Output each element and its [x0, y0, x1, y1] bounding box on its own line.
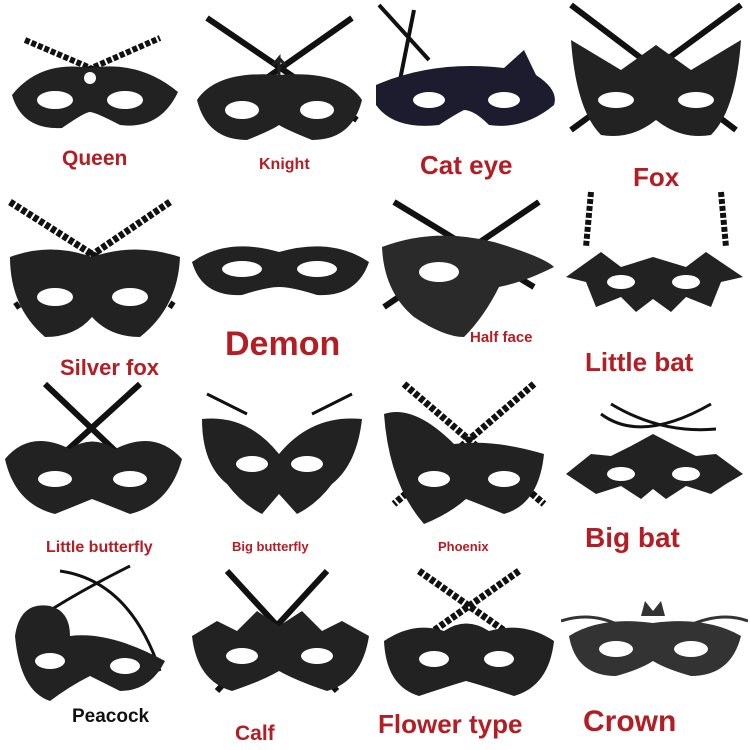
mask-card-fox: Fox: [561, 0, 748, 192]
mask-name-big-bat: Big bat: [585, 522, 680, 553]
lace-mask-calf-icon: [192, 568, 369, 694]
lace-mask-big-bat-icon: [566, 402, 743, 499]
mask-name-fox: Fox: [633, 162, 680, 192]
mask-name-half-face: Half face: [470, 329, 533, 346]
lace-mask-little-bat-icon: [566, 191, 743, 312]
mask-card-silver-fox: Silver fox: [0, 187, 187, 379]
lace-mask-silver-fox-icon: [8, 199, 180, 337]
mask-card-flower-type: Flower type: [374, 561, 561, 748]
lace-mask-knight-icon: [197, 15, 362, 140]
lace-mask-big-butterfly-icon: [202, 392, 362, 514]
mask-name-queen: Queen: [62, 147, 128, 170]
lace-mask-queen-icon: [12, 35, 178, 129]
lace-mask-flower-type-icon: [384, 568, 554, 696]
mask-name-flower-type: Flower type: [378, 709, 523, 739]
lace-mask-half-face-icon: [382, 199, 554, 337]
mask-name-calf: Calf: [235, 722, 275, 745]
mask-name-cat-eye: Cat eye: [420, 150, 513, 180]
mask-name-little-bat: Little bat: [585, 347, 694, 377]
mask-name-crown: Crown: [583, 705, 677, 738]
mask-name-peacock: Peacock: [72, 706, 150, 727]
mask-card-peacock: Peacock: [0, 561, 187, 748]
lace-mask-fox-icon: [569, 2, 743, 136]
lace-mask-little-butterfly-icon: [5, 381, 182, 514]
mask-card-phoenix: Phoenix: [374, 374, 561, 561]
mask-card-calf: Calf: [187, 561, 374, 748]
mask-card-big-butterfly: Big butterfly: [187, 374, 374, 561]
lace-mask-crown-icon: [561, 601, 748, 676]
mask-card-crown: Crown: [561, 561, 748, 748]
lace-mask-cat-eye-icon: [376, 3, 555, 126]
mask-name-little-butterfly: Little butterfly: [46, 539, 153, 556]
mask-card-cat-eye: Cat eye: [374, 0, 561, 187]
mask-card-demon: Demon: [187, 187, 374, 374]
mask-name-big-butterfly: Big butterfly: [232, 539, 309, 554]
lace-mask-peacock-icon: [15, 564, 165, 701]
mask-card-queen: Queen: [0, 0, 187, 187]
mask-name-knight: Knight: [259, 156, 310, 173]
mask-card-knight: Knight: [187, 0, 374, 187]
mask-card-half-face: Half face: [374, 187, 561, 374]
lace-mask-phoenix-icon: [384, 381, 547, 524]
lace-mask-demon-icon: [192, 246, 369, 296]
mask-card-big-bat: Big bat: [561, 374, 748, 561]
mask-name-phoenix: Phoenix: [438, 539, 489, 554]
mask-name-silver-fox: Silver fox: [60, 355, 160, 380]
mask-card-little-bat: Little bat: [561, 187, 748, 377]
mask-name-demon: Demon: [225, 325, 341, 363]
mask-card-little-butterfly: Little butterfly: [0, 374, 187, 561]
